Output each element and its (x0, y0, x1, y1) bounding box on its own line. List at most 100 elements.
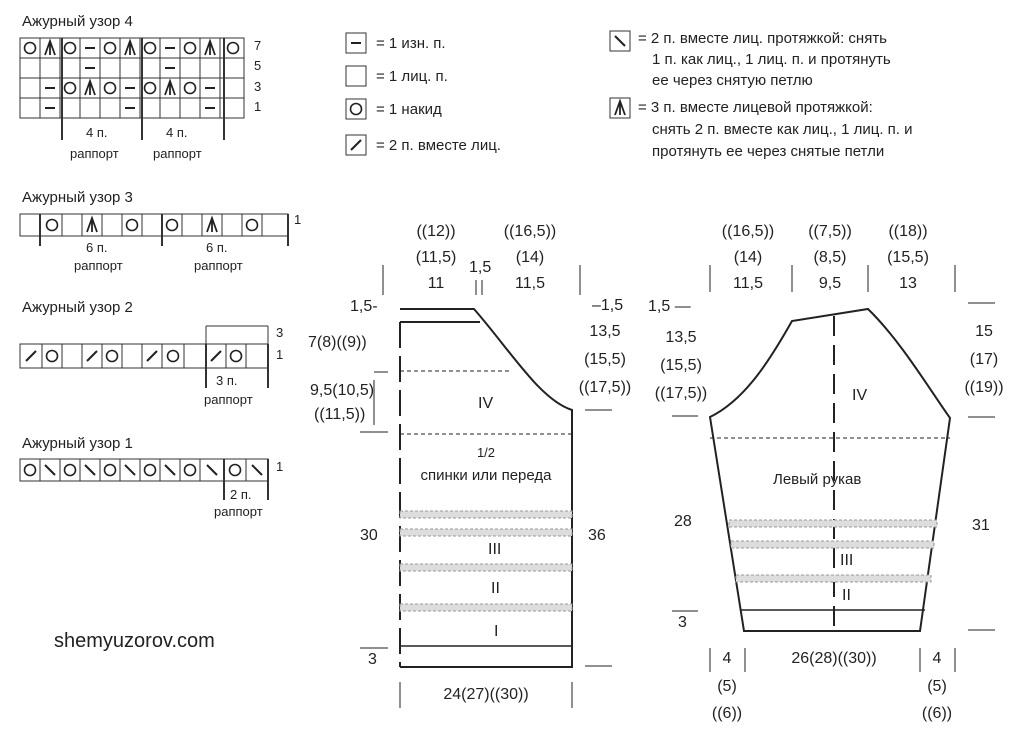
row-number: 5 (254, 58, 262, 73)
legend-knit-icon (345, 65, 367, 87)
sleeve-bottom-right-1: 4 (932, 650, 942, 667)
sleeve-bottom-right-3: ((6)) (921, 705, 953, 722)
legend-purl-icon (345, 32, 367, 54)
body-section-i: I (494, 623, 499, 640)
legend-ssk-text-2: 1 п. как лиц., 1 лиц. п. и протянуть (652, 51, 891, 68)
repeat-word: раппорт (70, 146, 119, 161)
legend-purl-text: = 1 изн. п. (376, 35, 446, 52)
sleeve-left-dim-3: 28 (674, 513, 692, 530)
sleeve-bottom-right-2: (5) (927, 678, 947, 695)
row-number: 3 (276, 325, 284, 340)
row-number: 1 (294, 212, 302, 227)
pattern-3-chart (19, 213, 289, 246)
body-left-dim-3a: 9,5(10,5) (310, 382, 375, 399)
row-number: 1 (276, 347, 284, 362)
legend-knit-text: = 1 лиц. п. (376, 68, 448, 85)
sleeve-bottom-left-2: (5) (717, 678, 737, 695)
body-left-dim-2: 7(8)((9)) (308, 334, 367, 351)
pattern-1-chart (19, 458, 269, 500)
sleeve-top-g1-size-3: ((16,5)) (721, 223, 775, 240)
sleeve-left-dim-2b: (15,5) (660, 357, 702, 374)
legend-k2tog-text: = 2 п. вместе лиц. (376, 137, 501, 154)
repeat-count: 2 п. (230, 487, 252, 502)
body-label-fraction: 1/2 (476, 445, 496, 460)
body-right-dim-2b: (15,5) (584, 351, 626, 368)
body-left-dim-4: 30 (360, 527, 378, 544)
body-top-right-size-1: 11,5 (515, 275, 545, 292)
pattern-3-title: Ажурный узор 3 (22, 189, 133, 206)
sleeve-right-dim-1b: (17) (969, 351, 999, 368)
legend-ssk-text-3: ее через снятую петлю (652, 72, 813, 89)
body-top-mid: 1,5 (469, 259, 492, 276)
sleeve-top-g2-size-3: ((7,5)) (808, 223, 852, 240)
legend-cdd-icon (609, 97, 631, 119)
row-number: 1 (276, 459, 284, 474)
sleeve-schematic (672, 265, 995, 672)
body-right-dim-2c: ((17,5)) (578, 379, 632, 396)
pattern-2-chart (19, 325, 269, 388)
sleeve-top-g1-size-2: (14) (733, 249, 763, 266)
repeat-count: 4 п. (166, 125, 188, 140)
pattern-3-symbols (45, 217, 259, 233)
body-section-iv: IV (478, 395, 494, 412)
repeat-count: 6 п. (86, 240, 108, 255)
sleeve-left-dim-2c: ((17,5)) (654, 385, 708, 402)
body-right-dim-3: 36 (588, 527, 606, 544)
repeat-word: раппорт (74, 258, 123, 273)
sleeve-right-dim-1a: 15 (975, 323, 993, 340)
repeat-count: 4 п. (86, 125, 108, 140)
pattern-2-symbols (25, 349, 243, 363)
body-top-left-size-1: 11 (427, 275, 445, 292)
sleeve-bottom-left-3: ((6)) (711, 705, 743, 722)
body-section-ii: II (491, 580, 500, 597)
row-number: 1 (254, 99, 262, 114)
pattern-2-title: Ажурный узор 2 (22, 299, 133, 316)
pattern-1-title: Ажурный узор 1 (22, 435, 133, 452)
body-section-iii: III (488, 541, 502, 558)
pattern-4-chart (19, 37, 245, 140)
body-bottom-width: 24(27)((30)) (443, 686, 529, 703)
legend-ssk-icon (609, 30, 631, 52)
body-left-dim-5: 3 (368, 651, 377, 668)
website-label: shemyuzorov.com (54, 630, 215, 652)
repeat-count: 6 п. (206, 240, 228, 255)
sleeve-section-iii: III (840, 552, 854, 569)
sleeve-label: Левый рукав (773, 471, 862, 488)
body-right-dim-2a: 13,5 (589, 323, 621, 340)
row-number: 3 (254, 79, 262, 94)
body-top-right-size-3: ((16,5)) (503, 223, 557, 240)
repeat-word: раппорт (204, 392, 253, 407)
body-schematic (360, 265, 612, 708)
sleeve-section-ii: II (842, 587, 851, 604)
repeat-word: раппорт (194, 258, 243, 273)
row-number: 7 (254, 38, 262, 53)
body-top-right-size-2: (14) (515, 249, 545, 266)
legend-k2tog-icon (345, 134, 367, 156)
sleeve-left-dim-2a: 13,5 (665, 329, 697, 346)
sleeve-bottom-left-1: 4 (722, 650, 732, 667)
pattern-4-title: Ажурный узор 4 (22, 13, 133, 30)
body-right-dim-1: –1,5 (592, 297, 624, 314)
sleeve-bottom-mid: 26(28)((30)) (791, 650, 877, 667)
legend-ssk-text-1: = 2 п. вместе лиц. протяжкой: снять (638, 30, 888, 47)
legend-cdd-text-3: протянуть ее через снятые петли (652, 143, 885, 160)
sleeve-top-g2-size-1: 9,5 (818, 275, 842, 292)
repeat-word: раппорт (214, 504, 263, 519)
sleeve-top-g3-size-3: ((18)) (888, 223, 928, 240)
repeat-word: раппорт (153, 146, 202, 161)
body-top-left-size-2: (11,5) (415, 249, 457, 266)
body-left-dim-3b: ((11,5)) (314, 406, 366, 423)
repeat-count: 3 п. (216, 373, 238, 388)
body-left-dim-1: 1,5- (350, 298, 378, 315)
sleeve-top-g3-size-1: 13 (899, 275, 917, 292)
sleeve-right-dim-2: 31 (972, 517, 990, 534)
legend-cdd-text-1: = 3 п. вместе лицевой протяжкой: (638, 99, 873, 116)
legend-yo-text: = 1 накид (376, 101, 442, 118)
legend-cdd-text-2: снять 2 п. вместе как лиц., 1 лиц. п. и (652, 121, 913, 138)
sleeve-left-dim-4: 3 (678, 614, 687, 631)
body-top-left-size-3: ((12)) (416, 223, 456, 240)
sleeve-section-iv: IV (852, 387, 868, 404)
body-label-text: спинки или переда (420, 467, 552, 484)
legend-yo-icon (345, 98, 367, 120)
